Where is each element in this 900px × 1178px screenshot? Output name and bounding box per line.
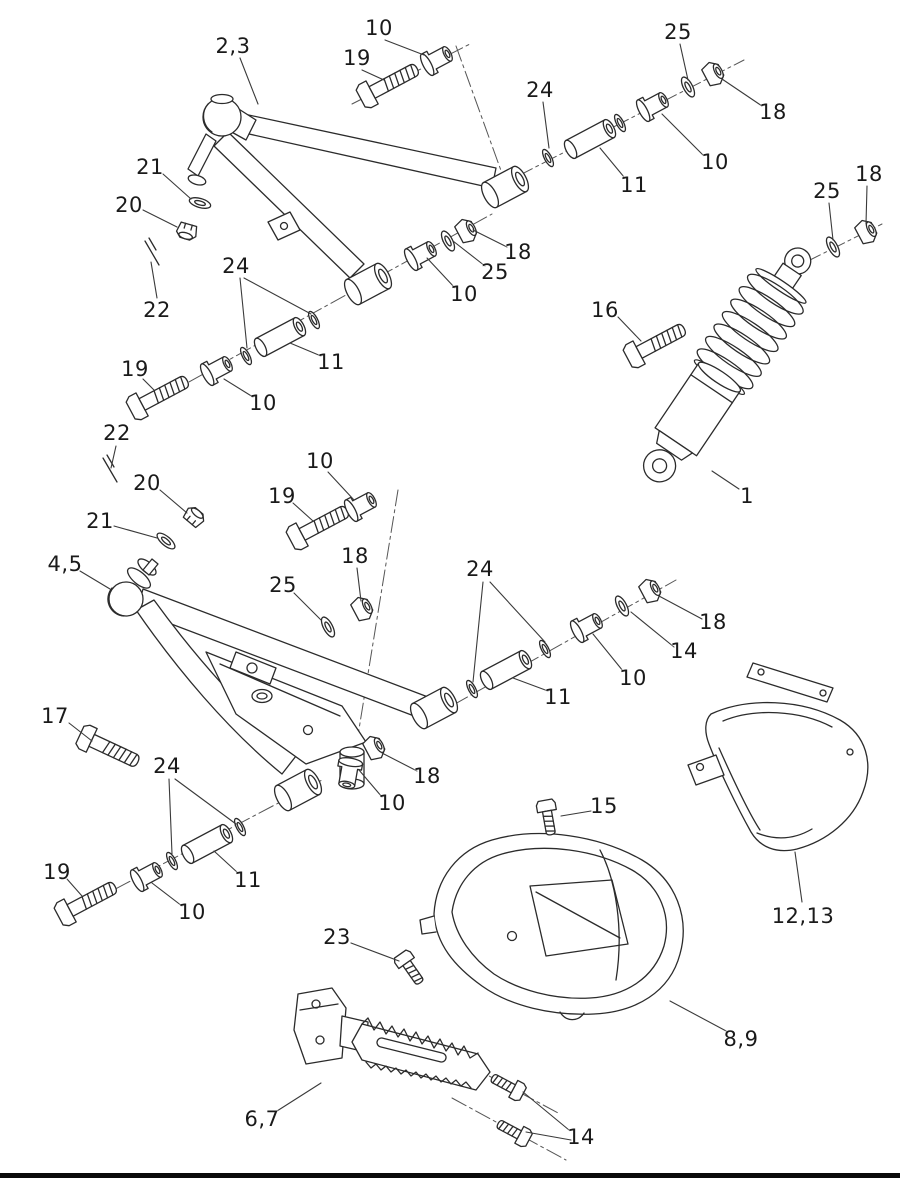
part-number-label: 15 [590, 794, 618, 818]
part-number-label: 10 [378, 791, 406, 815]
part-number-label: 10 [450, 282, 478, 306]
part-number-label: 11 [234, 868, 262, 892]
part-number-label: 11 [620, 173, 648, 197]
part-number-label: 25 [813, 179, 841, 203]
part-number-label: 10 [365, 16, 393, 40]
hex-screw [391, 947, 429, 989]
part-number-label: 2,3 [215, 34, 251, 58]
spacer-sleeve [561, 117, 619, 161]
part-number-label: 20 [115, 193, 143, 217]
part-number-label: 4,5 [47, 552, 83, 576]
hex-nut [636, 575, 665, 607]
part-number-label: 10 [249, 391, 277, 415]
shock-absorber [642, 247, 812, 483]
o-ring [463, 678, 481, 700]
part-number-label: 19 [43, 860, 71, 884]
part-number-label: 18 [341, 544, 369, 568]
spacer-sleeve [477, 648, 535, 692]
upper-ball-joint [187, 93, 242, 186]
hex-nut [852, 216, 881, 248]
part-number-label: 19 [121, 357, 149, 381]
hex-nut [348, 593, 377, 625]
cotter-pin [102, 454, 118, 483]
part-number-label: 6,7 [244, 1107, 280, 1131]
part-number-label: 19 [343, 46, 371, 70]
part-number-label: 24 [222, 254, 250, 278]
part-number-label: 11 [317, 350, 345, 374]
lower-ball-joint [107, 558, 159, 617]
part-number-label: 24 [153, 754, 181, 778]
skid-plate [419, 832, 684, 1021]
pivot-bushing [417, 41, 457, 78]
part-number-label: 25 [481, 260, 509, 284]
part-number-label: 14 [567, 1125, 595, 1149]
footrest [293, 987, 491, 1091]
part-number-label: 14 [670, 639, 698, 663]
flat-washer [438, 228, 458, 254]
page-bottom-edge [0, 1173, 900, 1178]
part-number-label: 25 [664, 20, 692, 44]
hex-bolt [620, 316, 691, 371]
part-number-label: 19 [268, 484, 296, 508]
spacer-sleeve [251, 315, 309, 359]
part-number-label: 12,13 [771, 904, 835, 928]
part-number-label: 23 [323, 925, 351, 949]
pivot-bushing [197, 351, 237, 388]
serrated-edge [361, 1017, 479, 1059]
flat-washer [318, 614, 338, 640]
part-number-label: 8,9 [723, 1027, 759, 1051]
hex-nut [360, 732, 389, 764]
part-number-label: 22 [143, 298, 171, 322]
part-number-label: 24 [466, 557, 494, 581]
support-bracket [687, 662, 869, 852]
pivot-bushing [127, 857, 167, 894]
flat-washer [187, 194, 213, 212]
upper-control-arm [187, 93, 533, 308]
part-number-label: 21 [86, 509, 114, 533]
part-number-label: 24 [526, 78, 554, 102]
part-number-label: 21 [136, 155, 164, 179]
hex-nut [452, 215, 481, 247]
part-number-label: 10 [178, 900, 206, 924]
part-number-label: 22 [103, 421, 131, 445]
flat-washer [154, 529, 178, 553]
center-lines [67, 43, 883, 1161]
o-ring [237, 345, 255, 367]
hex-bolt [73, 722, 145, 775]
hex-nut [699, 58, 728, 90]
part-number-label: 18 [504, 240, 532, 264]
part-number-label: 18 [759, 100, 787, 124]
part-number-label: 10 [619, 666, 647, 690]
part-number-label: 10 [306, 449, 334, 473]
serrated-edge [365, 1061, 472, 1089]
part-number-label: 11 [544, 685, 572, 709]
hex-screw [486, 1068, 529, 1104]
part-number-label: 25 [269, 573, 297, 597]
pivot-housing [270, 766, 326, 814]
part-number-label: 18 [699, 610, 727, 634]
leader-lines [66, 39, 868, 1141]
part-number-label: 17 [41, 704, 69, 728]
part-number-label: 18 [413, 764, 441, 788]
hardware [51, 41, 881, 1150]
spacer-sleeve [178, 822, 236, 866]
cotter-pin [144, 237, 160, 266]
hex-screw [535, 797, 562, 838]
flat-washer [612, 593, 632, 619]
castle-nut [181, 503, 208, 530]
part-number-label: 16 [591, 298, 619, 322]
pivot-bushing [401, 236, 441, 273]
part-number-label: 1 [740, 484, 754, 508]
part-number-label: 10 [701, 150, 729, 174]
part-number-label: 18 [855, 162, 883, 186]
pivot-bushing [567, 608, 607, 645]
castle-nut [174, 220, 200, 243]
part-number-label: 20 [133, 471, 161, 495]
